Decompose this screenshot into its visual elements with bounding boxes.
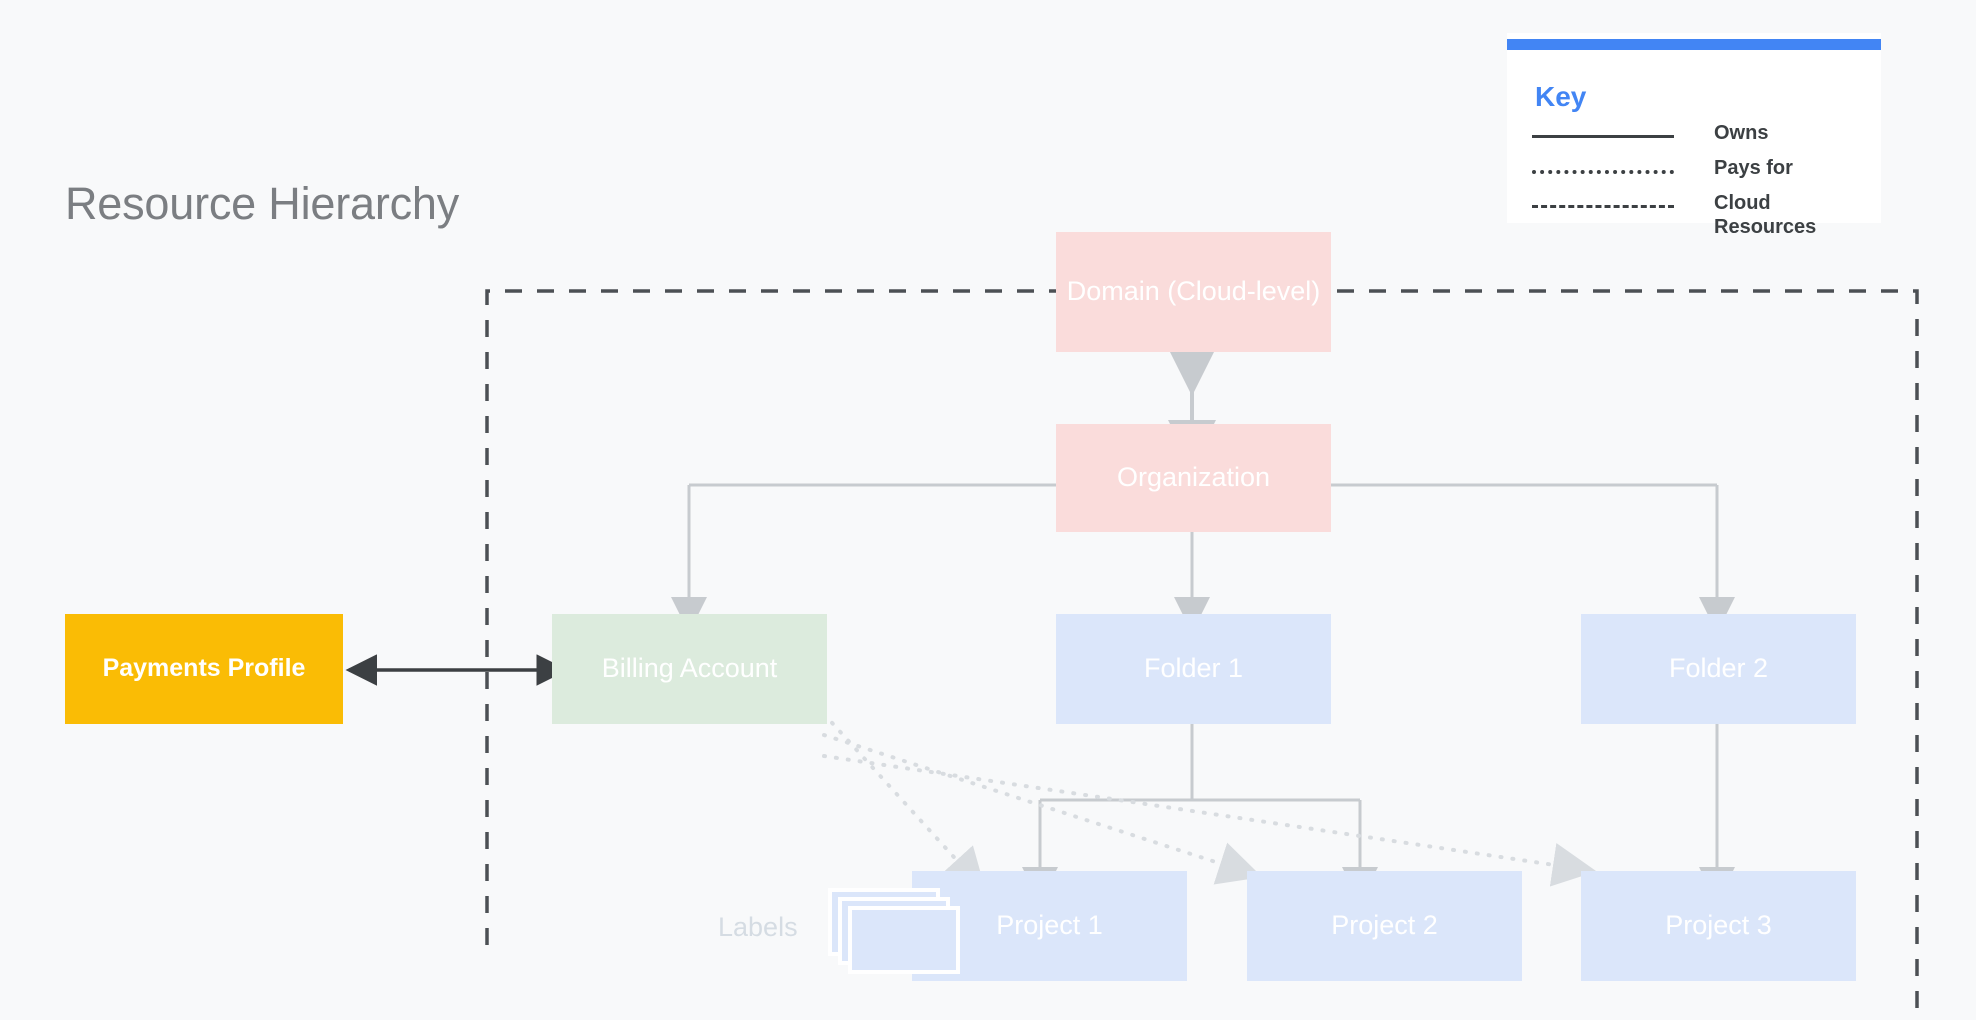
edges-pays-for <box>822 712 1597 893</box>
legend-title: Key <box>1535 81 1587 112</box>
legend-item-label: Pays for <box>1714 157 1793 179</box>
edge-folder1-projects <box>1022 724 1378 903</box>
node-project-3-label: Project 3 <box>1665 910 1772 941</box>
node-organization[interactable]: Organization <box>1056 424 1331 532</box>
node-billing-account[interactable]: Billing Account <box>552 614 827 724</box>
node-organization-label: Organization <box>1116 462 1271 493</box>
page-title: Resource Hierarchy <box>65 178 460 229</box>
node-project-2[interactable]: Project 2 <box>1247 871 1522 981</box>
label-card-front <box>848 906 960 974</box>
legend-item-label: Owns <box>1714 122 1769 144</box>
node-project-1-label: Project 1 <box>996 910 1103 941</box>
solid-line-icon <box>1532 135 1674 138</box>
legend-accent-bar <box>1507 39 1881 50</box>
legend-item-label: Cloud Resources <box>1714 192 1817 238</box>
legend-item-owns: Owns <box>1532 121 1872 156</box>
legend-panel: Key Owns Pays for Cloud Resources <box>1507 33 1881 238</box>
node-domain[interactable]: Domain (Cloud-level) <box>1056 232 1331 352</box>
node-folder-1-label: Folder 1 <box>1143 653 1244 684</box>
node-folder-2[interactable]: Folder 2 <box>1581 614 1856 724</box>
legend-items: Owns Pays for Cloud Resources <box>1532 121 1872 238</box>
node-domain-label: Domain (Cloud-level) <box>1066 276 1321 307</box>
node-folder-1[interactable]: Folder 1 <box>1056 614 1331 724</box>
dashed-line-icon <box>1532 205 1674 208</box>
node-billing-account-label: Billing Account <box>601 653 778 684</box>
node-project-3[interactable]: Project 3 <box>1581 871 1856 981</box>
legend-item-cloud-resources: Cloud Resources <box>1532 191 1872 238</box>
labels-caption: Labels <box>718 912 798 942</box>
node-project-2-label: Project 2 <box>1331 910 1438 941</box>
legend-item-pays-for: Pays for <box>1532 156 1872 191</box>
labels-stack-icon[interactable] <box>828 888 960 976</box>
node-folder-2-label: Folder 2 <box>1668 653 1769 684</box>
node-payments-profile[interactable]: Payments Profile <box>65 614 343 724</box>
dotted-line-icon <box>1532 170 1674 174</box>
node-payments-profile-label: Payments Profile <box>102 654 306 683</box>
